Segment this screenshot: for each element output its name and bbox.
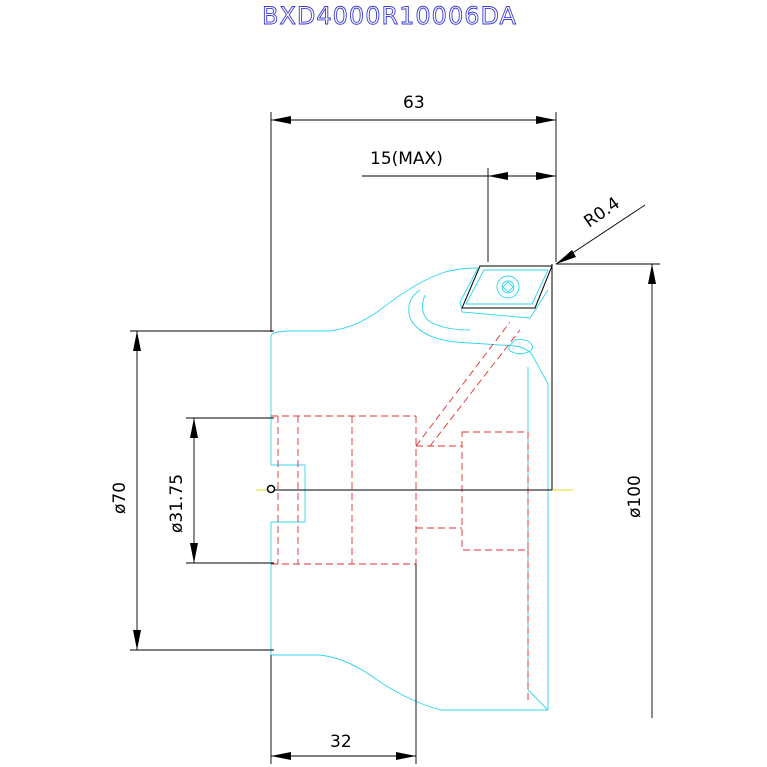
dimension-bore-diameter: ø31.75 — [167, 417, 274, 564]
dimension-overall-length: 63 — [270, 93, 557, 332]
dim-body-diameter-label: ø70 — [110, 482, 130, 514]
dimension-body-diameter: ø70 — [110, 330, 274, 651]
dim-flange-length-label: 32 — [330, 732, 352, 752]
dimension-depth-max: 15(MAX) — [362, 149, 556, 262]
hidden-lines — [271, 321, 529, 700]
dim-depth-max-label: 15(MAX) — [370, 149, 443, 169]
insert-screw-icon — [496, 275, 520, 299]
insert — [459, 265, 553, 319]
dim-overall-length-label: 63 — [403, 93, 425, 113]
dim-corner-radius-label: R0.4 — [580, 193, 623, 232]
dimension-cutting-diameter: ø100 — [556, 263, 660, 718]
origin-point — [266, 484, 276, 494]
dimension-corner-radius: R0.4 — [555, 193, 646, 265]
dimension-flange-length: 32 — [270, 564, 417, 764]
dim-cutting-diameter-label: ø100 — [625, 475, 645, 518]
tool-body-outline — [270, 267, 549, 711]
drawing-title: BXD4000R10006DA — [262, 2, 517, 30]
dim-bore-diameter-label: ø31.75 — [167, 474, 187, 533]
